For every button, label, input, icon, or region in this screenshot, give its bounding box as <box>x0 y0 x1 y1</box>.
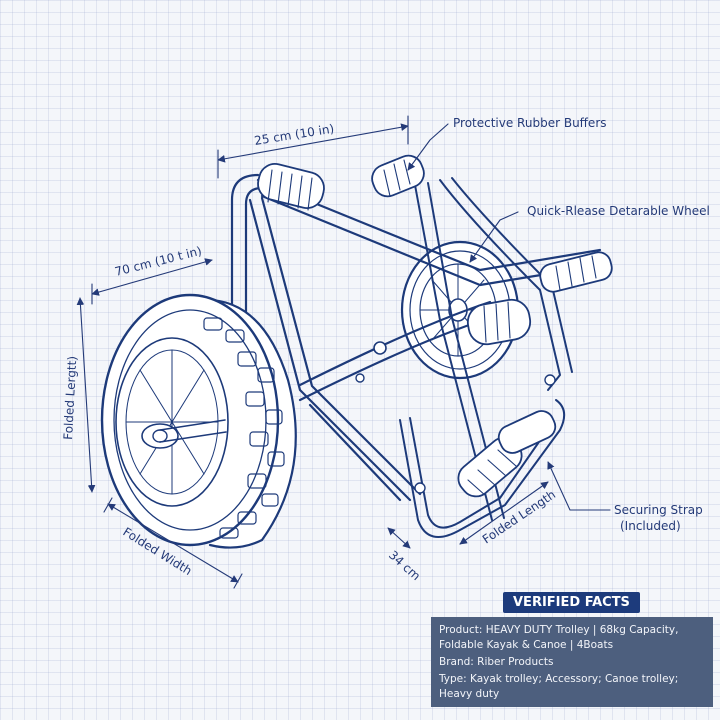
verified-facts-badge: VERIFIED FACTS <box>503 592 640 613</box>
wheel-label: Quick-Rlease Detarable Wheel <box>527 204 710 218</box>
buffers-label: Protective Rubber Buffers <box>453 116 607 130</box>
facts-type: Type: Kayak trolley; Accessory; Canoe tr… <box>439 673 679 700</box>
strap-label-line2: (Included) <box>620 519 681 533</box>
facts-product: Product: HEAVY DUTY Trolley | 68kg Capac… <box>439 624 679 651</box>
strap-label-line1: Securing Strap <box>614 503 703 517</box>
top-width-label: 25 cm (10 in) <box>253 122 335 148</box>
folded-length-left-label: Folded Lergtt) <box>61 356 79 440</box>
facts-brand: Brand: Riber Products <box>439 656 554 668</box>
depth-label: 34 cm <box>386 548 423 583</box>
front-wheel <box>100 293 297 549</box>
callout-leaders <box>407 123 611 511</box>
side-length-label: 70 cm (10 t in) <box>113 244 203 279</box>
dimension-lines <box>76 115 549 589</box>
rubber-buffers <box>257 154 613 498</box>
verified-facts-panel: Product: HEAVY DUTY Trolley | 68kg Capac… <box>431 617 713 707</box>
